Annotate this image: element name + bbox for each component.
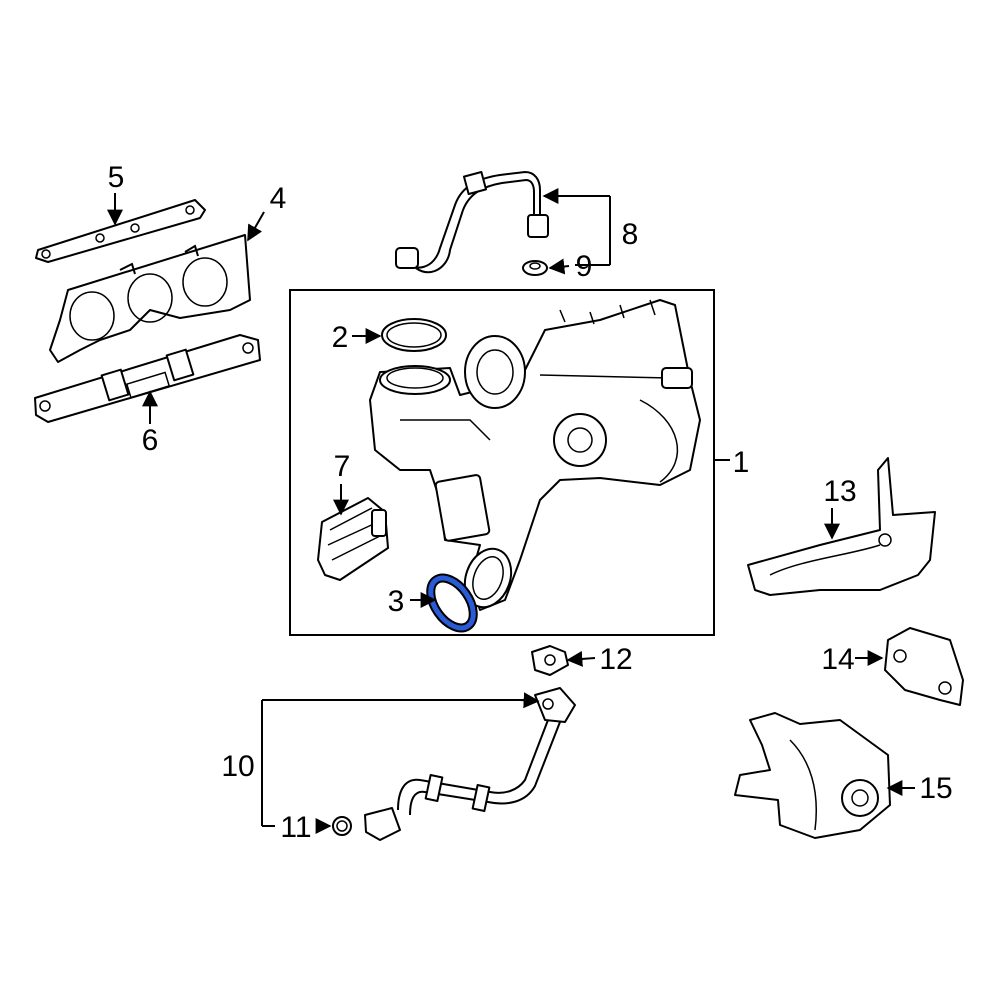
part-15-housing[interactable] <box>734 712 891 839</box>
part-12-flange-gasket[interactable] <box>531 645 569 676</box>
callout-5: 5 <box>108 161 125 194</box>
callout-9: 9 <box>576 250 593 283</box>
part-4-gasket-plate[interactable] <box>49 234 251 363</box>
callout-4: 4 <box>270 182 287 215</box>
part-8-oil-line[interactable] <box>395 170 549 274</box>
part-10-return-line[interactable] <box>364 687 576 841</box>
callout-13: 13 <box>823 475 856 508</box>
callout-8: 8 <box>622 218 639 251</box>
part-5-gasket-strip[interactable] <box>35 199 206 263</box>
callout-2: 2 <box>332 321 349 354</box>
part-9-washer[interactable] <box>522 260 548 276</box>
callout-11: 11 <box>280 811 311 844</box>
part-2-o-ring[interactable] <box>381 318 447 352</box>
part-13-heat-shield[interactable] <box>747 457 936 596</box>
part-14-bracket[interactable] <box>884 627 964 706</box>
part-7-actuator[interactable] <box>317 497 389 581</box>
callout-10: 10 <box>221 750 254 783</box>
callout-6: 6 <box>142 424 159 457</box>
part-6-flange-bar[interactable] <box>34 334 261 423</box>
turbo-assembly-box <box>289 289 715 636</box>
callout-14: 14 <box>821 643 854 676</box>
leader-lines <box>107 188 915 834</box>
callout-3: 3 <box>388 585 405 618</box>
part-3-gasket-highlighted[interactable] <box>422 570 482 635</box>
callout-1: 1 <box>733 446 750 479</box>
callout-7: 7 <box>334 450 351 483</box>
part-1-turbocharger[interactable] <box>369 299 701 614</box>
part-11-seal-ring[interactable] <box>332 816 352 836</box>
callout-12: 12 <box>599 643 632 676</box>
callout-labels: 5 4 6 8 9 2 1 7 3 13 14 15 12 10 11 <box>108 161 953 844</box>
callout-15: 15 <box>919 772 952 805</box>
